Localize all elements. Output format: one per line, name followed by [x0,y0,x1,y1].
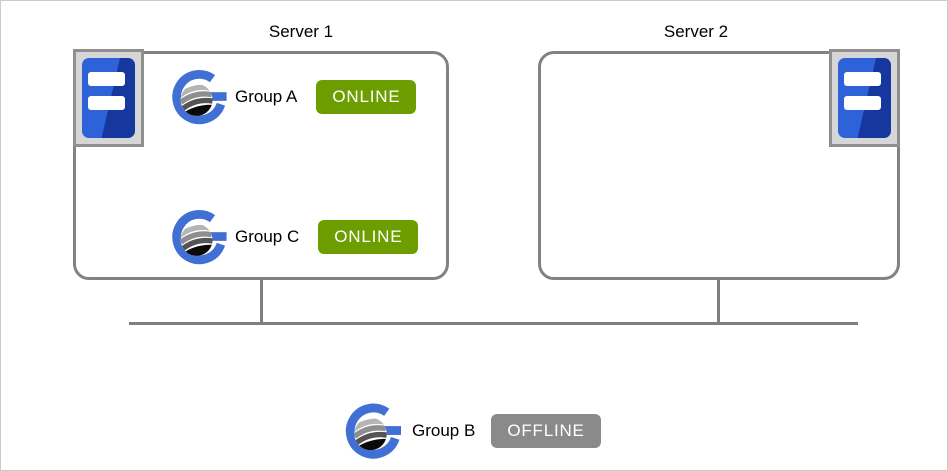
group-replication-icon [172,70,227,125]
server-tower-icon [73,49,144,147]
drive-bay-slot [88,72,126,86]
drive-bay-slot [844,72,882,86]
drive-bay-slot [88,96,126,110]
group-name-label: Group B [412,421,476,440]
group-replication-icon [172,210,227,265]
network-bus-line [129,322,858,325]
group-row: Group A ONLINE [171,69,417,125]
group-name-label: Group A [235,87,298,106]
group-name-label: Group C [235,227,300,246]
server-1-connector-line [260,280,263,325]
server-tower-icon [829,49,900,147]
drive-bay-slot [844,96,882,110]
server-2-connector-line [717,280,720,325]
server-1-title: Server 1 [268,22,334,41]
status-badge: OFFLINE [491,414,601,448]
server-tower-body [838,58,891,138]
group-row: Group C ONLINE [171,209,419,265]
group-row: Group B OFFLINE [344,403,601,459]
server-2-title: Server 2 [663,22,729,41]
status-badge: ONLINE [318,220,419,254]
status-badge: ONLINE [316,80,417,114]
server-tower-body [82,58,135,138]
group-replication-icon [345,403,402,459]
